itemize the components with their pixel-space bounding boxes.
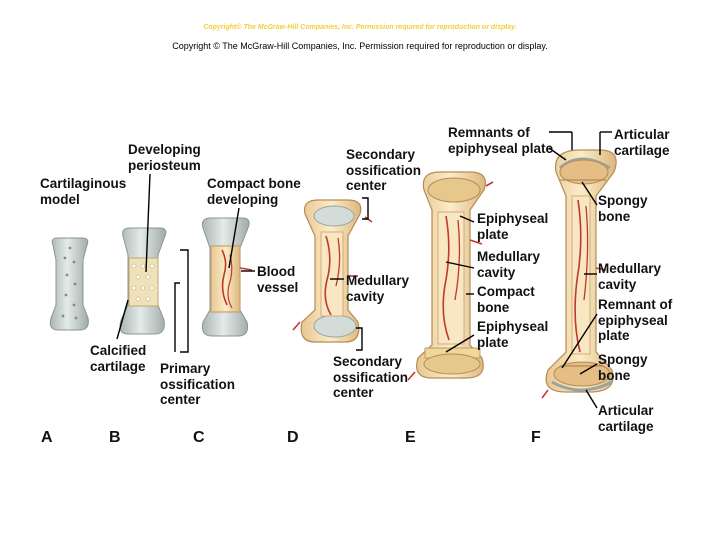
label-spongy-bone-top: Spongy bone xyxy=(598,193,648,224)
label-remnant-of-epiphyseal-plate: Remnant of epiphyseal plate xyxy=(598,297,673,343)
stage-letter-c: C xyxy=(193,429,205,446)
label-compact-bone-developing: Compact bone developing xyxy=(207,176,301,207)
label-medullary-cavity-f: Medullary cavity xyxy=(598,261,662,292)
bone-stage-a xyxy=(49,237,89,331)
stage-letter-f: F xyxy=(531,429,541,446)
label-developing-periosteum: Developing periosteum xyxy=(128,142,201,173)
stage-letter-d: D xyxy=(287,429,299,446)
label-remnants-of-epiphyseal-plate: Remnants of epiphyseal plate xyxy=(448,125,554,156)
bone-stage-c xyxy=(201,217,253,337)
label-compact-bone: Compact bone xyxy=(477,284,535,315)
label-spongy-bone-bottom: Spongy bone xyxy=(598,352,648,383)
label-medullary-cavity-e: Medullary cavity xyxy=(477,249,541,280)
label-cartilaginous-model: Cartilaginous model xyxy=(40,176,127,207)
label-secondary-ossification-center-top: Secondary ossification center xyxy=(346,147,422,193)
label-articular-cartilage-bottom: Articular cartilage xyxy=(598,403,654,434)
bone-stage-e xyxy=(407,171,494,381)
bone-stage-d xyxy=(292,199,373,343)
label-medullary-cavity-d: Medullary cavity xyxy=(346,273,410,304)
faint-copyright: Copyright© The McGraw-Hill Companies, In… xyxy=(203,24,517,31)
label-blood-vessel: Blood vessel xyxy=(257,264,299,295)
bone-stage-b xyxy=(119,227,167,335)
bone-stage-f xyxy=(541,149,617,399)
label-primary-ossification-center: Primary ossification center xyxy=(160,361,236,407)
label-secondary-ossification-center-bottom: Secondary ossification center xyxy=(333,354,409,400)
stage-letter-e: E xyxy=(405,429,416,446)
label-epiphyseal-plate-top: Epiphyseal plate xyxy=(477,211,549,242)
leader-lines xyxy=(116,131,612,409)
label-epiphyseal-plate-bottom: Epiphyseal plate xyxy=(477,319,549,350)
label-articular-cartilage-top: Articular cartilage xyxy=(614,127,670,158)
stage-letter-b: B xyxy=(109,429,121,446)
copyright-notice: Copyright © The McGraw-Hill Companies, I… xyxy=(172,41,548,51)
label-calcified-cartilage: Calcified cartilage xyxy=(90,343,147,374)
stage-letter-a: A xyxy=(41,429,53,446)
